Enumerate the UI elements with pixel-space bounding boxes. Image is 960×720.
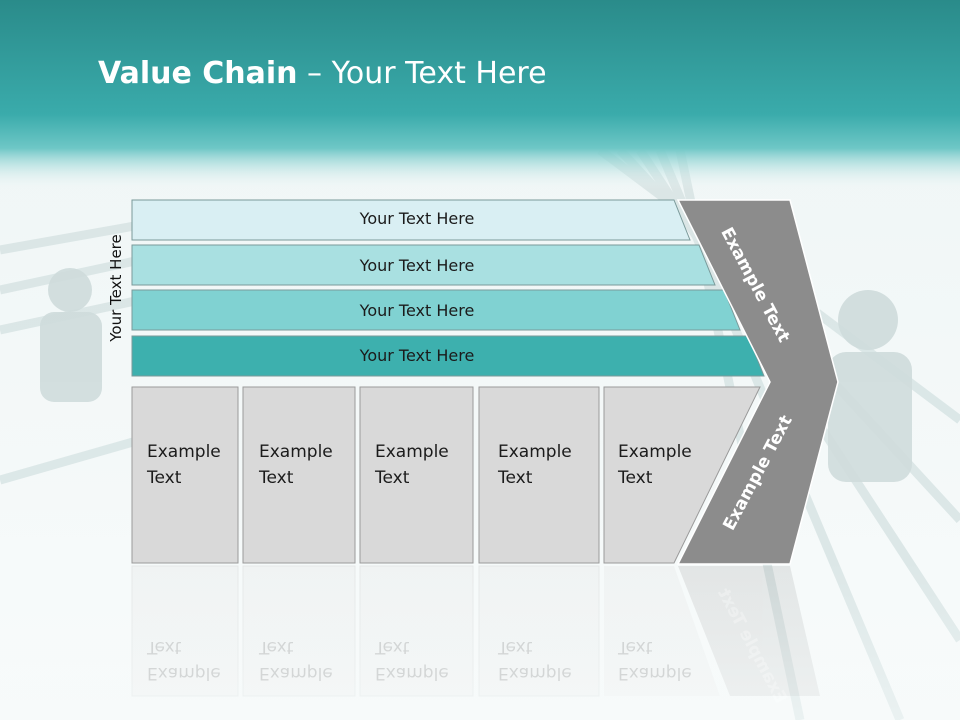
bar-label-4: Your Text Here	[359, 346, 475, 365]
cell-4-reflect-line1: Example	[498, 663, 572, 683]
cell-box-2	[242, 386, 356, 564]
page-title: Value Chain – Your Text Here	[98, 52, 547, 96]
cell-3-reflect-line2: Text	[375, 637, 410, 657]
cell-box-3	[359, 386, 474, 564]
bar-label-2: Your Text Here	[359, 256, 475, 275]
cell-5-reflect-line2: Text	[618, 637, 653, 657]
cell-reflection-2: Example Text	[259, 634, 333, 686]
bar-shape-4	[131, 335, 765, 377]
person-figure-right	[828, 290, 912, 482]
cell-box-4	[478, 386, 600, 564]
bar-shape-2	[131, 244, 716, 286]
title-separator: –	[297, 56, 332, 91]
cell-4-line1: Example	[498, 442, 572, 462]
bar-shape-3	[131, 289, 741, 331]
cell-5-line1: Example	[618, 442, 692, 462]
title-rest: Your Text Here	[331, 56, 547, 91]
cell-3-reflect-line1: Example	[375, 663, 449, 683]
cell-1-line2: Text	[147, 468, 182, 488]
cell-2-line1: Example	[259, 442, 333, 462]
cell-reflection-3: Example Text	[375, 634, 449, 686]
bar-label-3: Your Text Here	[359, 301, 475, 320]
header-band	[0, 0, 960, 190]
cell-1-reflect-line2: Text	[147, 637, 182, 657]
cell-3-line1: Example	[375, 442, 449, 462]
cell-4-reflect-line2: Text	[498, 637, 533, 657]
cell-box-1	[131, 386, 239, 564]
cell-5-line2: Text	[618, 468, 653, 488]
side-label: Your Text Here	[107, 234, 125, 342]
bars-group	[131, 199, 765, 377]
cell-2-line2: Text	[259, 468, 294, 488]
person-figure-left	[40, 268, 102, 402]
cells-group	[131, 386, 761, 564]
cell-5-reflect-line1: Example	[618, 663, 692, 683]
cell-4-line2: Text	[498, 468, 533, 488]
cell-1-line1: Example	[147, 442, 221, 462]
cell-1-reflect-line1: Example	[147, 663, 221, 683]
cell-reflection-5: Example Text	[618, 634, 692, 686]
cell-reflection-4: Example Text	[498, 634, 572, 686]
bar-shape-1	[131, 199, 691, 241]
bar-label-1: Your Text Here	[359, 209, 475, 228]
cell-2-reflect-line1: Example	[259, 663, 333, 683]
cell-reflection-1: Example Text	[147, 634, 221, 686]
cell-3-line2: Text	[375, 468, 410, 488]
title-bold: Value Chain	[98, 56, 298, 91]
cell-2-reflect-line2: Text	[259, 637, 294, 657]
